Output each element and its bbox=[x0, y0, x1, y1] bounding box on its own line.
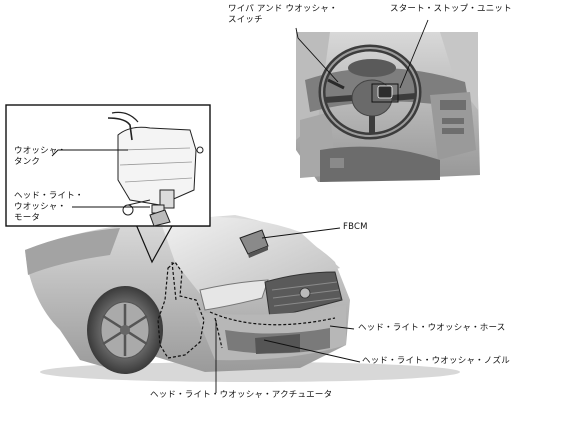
label-washer-tank: ウオッシャ・ タンク bbox=[14, 146, 67, 167]
inset-box bbox=[5, 104, 211, 264]
car-exterior bbox=[25, 215, 460, 382]
label-start-stop-unit: スタート・ストップ・ユニット bbox=[390, 4, 512, 14]
leader-lines bbox=[51, 19, 429, 393]
label-headlight-washer-nozzle: ヘッド・ライト・ウオッシャ・ノズル bbox=[362, 356, 510, 366]
label-headlight-washer-hose: ヘッド・ライト・ウオッシャ・ホース bbox=[358, 323, 506, 333]
label-fbcm: FBCM bbox=[343, 222, 368, 232]
label-headlight-washer-motor: ヘッド・ライト・ ウオッシャ・ モータ bbox=[14, 191, 84, 223]
interior-view bbox=[296, 32, 480, 182]
label-headlight-washer-actuator: ヘッド・ライト・ウオッシャ・アクチュエータ bbox=[150, 390, 333, 400]
label-wiper-washer-switch: ワイパ アンド ウオッシャ・ スイッチ bbox=[228, 4, 338, 25]
